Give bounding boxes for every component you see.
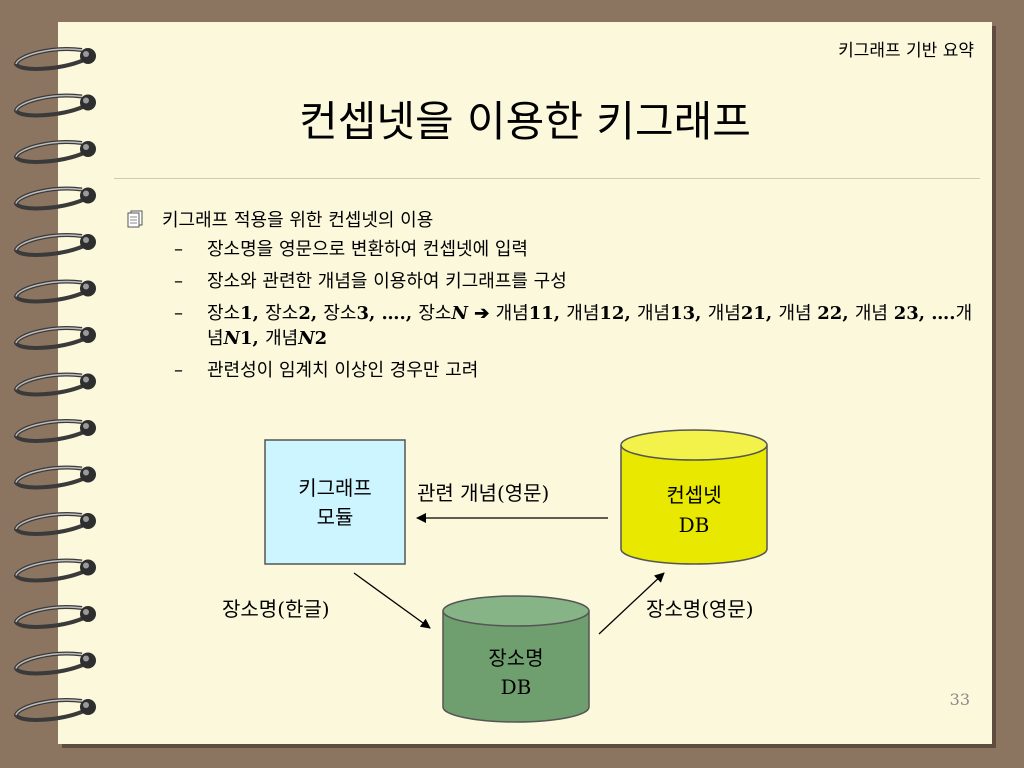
- spiral-ring: [13, 279, 96, 304]
- place-word: 장소: [418, 303, 452, 324]
- spiral-ring: [13, 93, 96, 118]
- spiral-ring: [13, 326, 96, 350]
- spiral-ring: [13, 465, 96, 490]
- place-number: 2,: [298, 303, 324, 324]
- concept-number: 23, ….: [893, 303, 956, 324]
- bullet-main-text: 키그래프 적용을 위한 컨셉넷의 이용: [162, 210, 434, 231]
- place-number: 1,: [240, 303, 266, 324]
- conceptnet-db-label-2: DB: [679, 513, 710, 537]
- dash-marker: –: [174, 271, 183, 292]
- spiral-ring: [13, 651, 96, 676]
- bullet-sub-4-text: 관련성이 임계치 이상인 경우만 고려: [207, 360, 479, 381]
- keygraph-module-label-2: 모듈: [317, 505, 354, 529]
- conceptnet-db-cylinder: [620, 429, 768, 565]
- spiral-ring: [13, 698, 96, 722]
- arrow-module-to-place-db: [353, 572, 431, 629]
- concept-number: 12,: [599, 303, 637, 324]
- concept-number: 22,: [817, 303, 855, 324]
- concept-number: N: [223, 328, 241, 349]
- keygraph-module-label-1: 키그래프: [298, 476, 372, 500]
- place-name-db-cylinder: [442, 595, 590, 723]
- concept-number: 21,: [740, 303, 779, 324]
- bullet-sub-3: – 장소1, 장소2, 장소3, …., 장소N ➔ 개념11, 개념12, 개…: [122, 301, 982, 351]
- bullet-sub-2-text: 장소와 관련한 개념을 이용하여 키그래프를 구성: [207, 271, 567, 292]
- spiral-binding-icon: [13, 47, 96, 722]
- spiral-ring: [13, 47, 96, 71]
- arrow-icon: ➔: [467, 303, 496, 324]
- concept-number: 11,: [528, 303, 567, 324]
- bullet-sub-3-text: 장소1, 장소2, 장소3, …., 장소N ➔ 개념11, 개념12, 개념1…: [207, 303, 972, 349]
- concept-word: 개념: [707, 303, 741, 324]
- keygraph-module-box: [264, 439, 406, 565]
- flow-diagram: 키그래프 모듈 컨셉넷 DB 장소명 DB 관련 개념(영문) 장소명(한글) …: [222, 429, 768, 723]
- header-title: 키그래프 기반 요약: [838, 41, 974, 61]
- spiral-ring: [13, 233, 96, 257]
- place-name-db-label-1: 장소명: [488, 646, 543, 670]
- arrow-place-db-to-conceptnet: [598, 572, 665, 635]
- dash-marker: –: [174, 360, 183, 381]
- place-word: 장소: [265, 303, 299, 324]
- label-place-english: 장소명(영문): [646, 597, 754, 621]
- dash-marker: –: [174, 239, 183, 260]
- spiral-ring: [13, 186, 96, 211]
- concept-word: 개념: [854, 303, 894, 324]
- title-divider: [114, 178, 980, 179]
- bullet-list: 키그래프 적용을 위한 컨셉넷의 이용 – 장소명을 영문으로 변환하여 컨셉넷…: [122, 206, 982, 390]
- bullet-sub-2: – 장소와 관련한 개념을 이용하여 키그래프를 구성: [122, 269, 982, 294]
- place-word: 장소: [323, 303, 357, 324]
- page-number: 33: [949, 690, 970, 709]
- concept-number: N: [298, 328, 315, 349]
- label-place-korean: 장소명(한글): [222, 597, 330, 621]
- place-number: N: [451, 303, 468, 324]
- concept-word: 개념: [778, 303, 818, 324]
- concept-word: 개념: [207, 303, 973, 349]
- bullet-sub-1-text: 장소명을 영문으로 변환하여 컨셉넷에 입력: [207, 239, 528, 260]
- concept-number: 1,: [240, 328, 266, 349]
- bullet-main: 키그래프 적용을 위한 컨셉넷의 이용: [122, 206, 982, 232]
- concept-number: 2: [314, 328, 328, 349]
- bullet-sub-4: – 관련성이 임계치 이상인 경우만 고려: [122, 358, 982, 383]
- slide-page: 키그래프 기반 요약 컨셉넷을 이용한 키그래프 키그래프 적용을 위한 컨셉넷…: [58, 22, 992, 744]
- slide-title: 컨셉넷을 이용한 키그래프: [299, 97, 751, 146]
- spiral-ring: [13, 512, 96, 536]
- place-name-db-label-2: DB: [501, 675, 532, 699]
- notebook-icon: [126, 208, 146, 233]
- spiral-ring: [13, 419, 96, 443]
- conceptnet-db-label-1: 컨셉넷: [666, 483, 721, 507]
- concept-word: 개념: [566, 303, 600, 324]
- place-number: 3, ….,: [356, 303, 419, 324]
- concept-number: 13,: [670, 303, 708, 324]
- concept-word: 개념: [637, 303, 671, 324]
- label-related-concepts: 관련 개념(영문): [417, 481, 549, 505]
- spiral-ring: [13, 605, 96, 629]
- place-word: 장소: [207, 303, 241, 324]
- spiral-ring: [13, 372, 96, 397]
- bullet-sub-1: – 장소명을 영문으로 변환하여 컨셉넷에 입력: [122, 237, 982, 262]
- spiral-ring: [13, 558, 96, 583]
- spiral-ring: [13, 140, 96, 164]
- concept-word: 개념: [495, 303, 529, 324]
- dash-marker: –: [174, 303, 183, 324]
- concept-word: 개념: [265, 328, 299, 349]
